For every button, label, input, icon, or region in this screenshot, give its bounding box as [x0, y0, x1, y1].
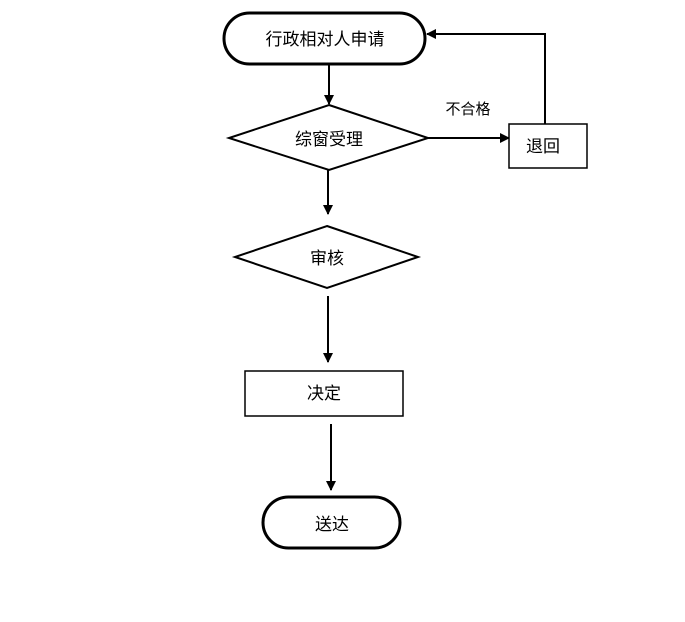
- node-review: 审核: [231, 224, 422, 290]
- edge-label-unqualified: 不合格: [445, 100, 490, 118]
- node-accept-label: 综窗受理: [295, 130, 363, 150]
- node-start-label: 行政相对人申请: [266, 30, 385, 50]
- node-decide-label: 决定: [307, 384, 341, 404]
- node-decide: 决定: [244, 370, 404, 417]
- node-return-label: 退回: [526, 137, 560, 157]
- node-return: 退回: [508, 123, 588, 169]
- node-deliver-label: 送达: [315, 515, 349, 535]
- node-accept: 综窗受理: [225, 103, 432, 172]
- node-deliver: 送达: [261, 495, 402, 550]
- node-start: 行政相对人申请: [222, 11, 427, 66]
- edge-return-to-start: [426, 29, 546, 124]
- node-review-label: 审核: [310, 249, 344, 269]
